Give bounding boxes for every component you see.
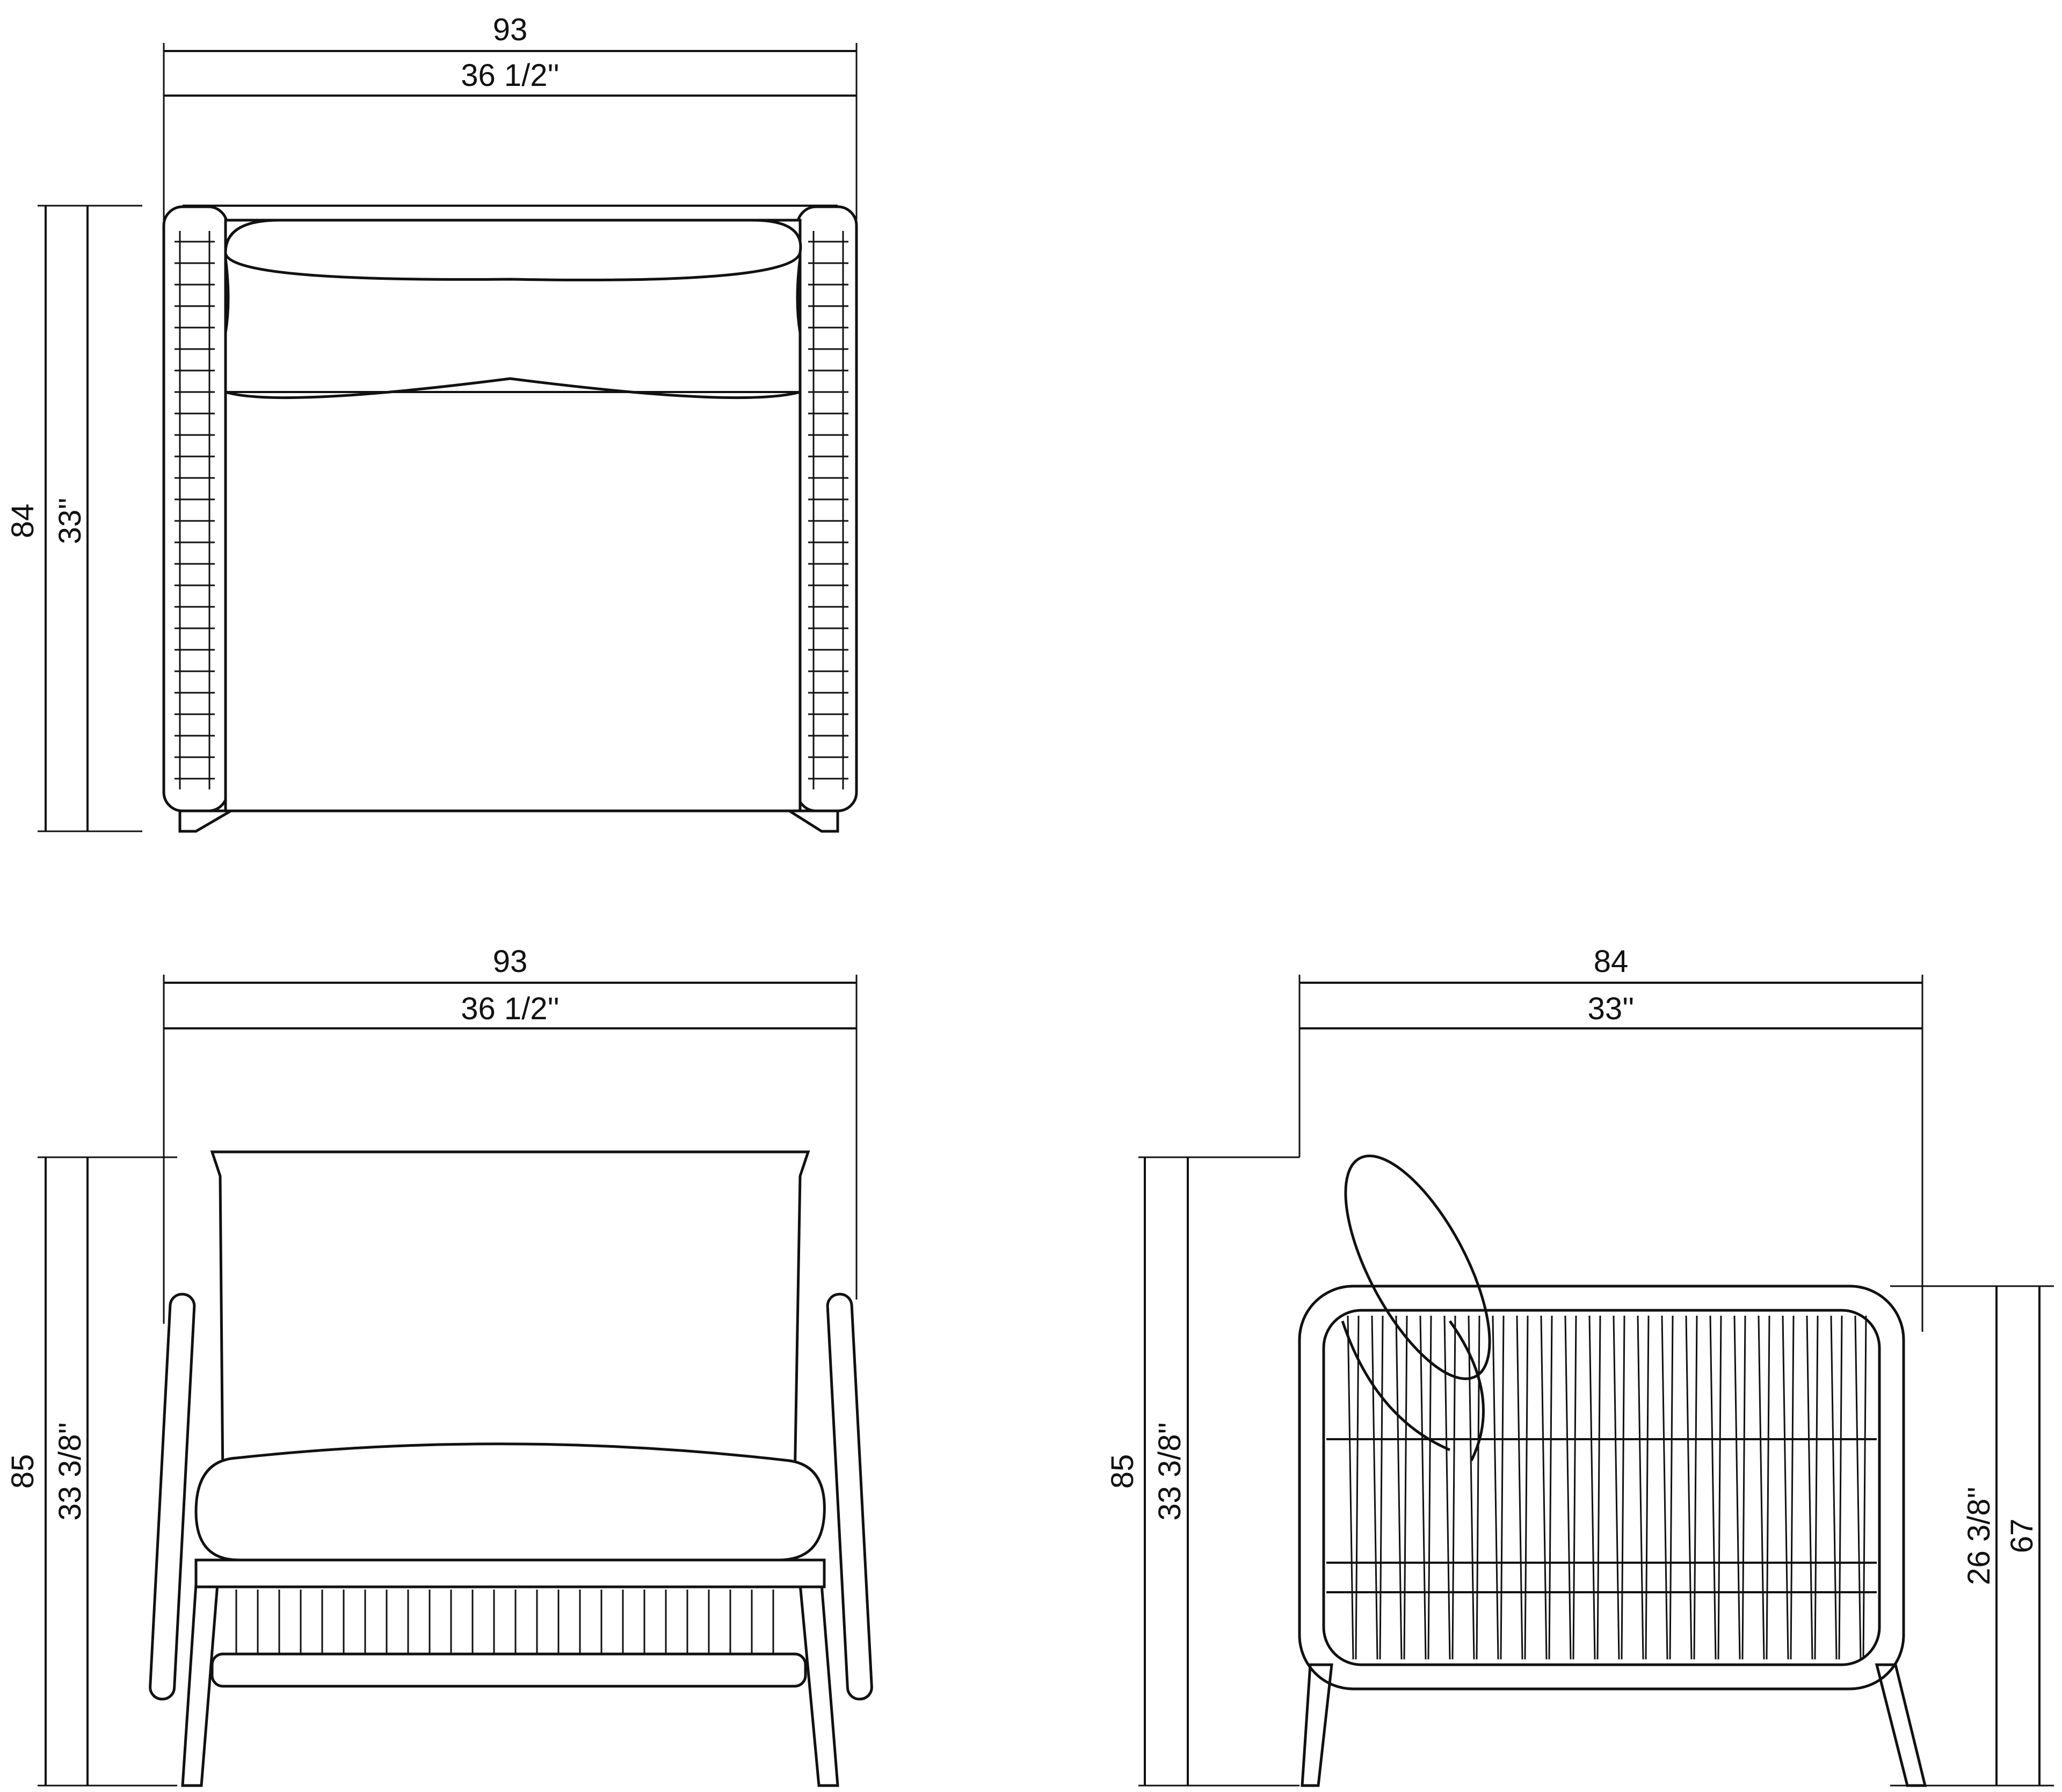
side-frame-inner (1322, 1309, 1881, 1666)
top-width-dimension: 93 36 1/2'' (163, 12, 858, 220)
front-view: 93 36 1/2'' 85 33 3/8'' (5, 944, 873, 1787)
front-width-cm: 93 (493, 944, 528, 979)
front-width-in: 36 1/2'' (461, 991, 559, 1026)
side-depth-cm: 84 (1594, 944, 1629, 979)
side-back-cushion (1344, 1155, 1491, 1380)
front-left-leg (181, 1583, 219, 1787)
front-width-dimension: 93 36 1/2'' (163, 944, 858, 1324)
side-arm-height-in: 26 3/8'' (1962, 1486, 1996, 1585)
front-seat-frame (194, 1558, 826, 1588)
front-height-cm: 85 (5, 1454, 40, 1489)
front-chair-outline (149, 1150, 873, 1787)
side-frame-outer (1298, 1285, 1905, 1691)
top-width-cm: 93 (493, 12, 528, 47)
top-left-foot (178, 809, 236, 833)
top-back-cushion (224, 219, 802, 281)
side-arm-height-cm: 67 (2005, 1519, 2039, 1554)
top-left-arm (162, 205, 229, 812)
front-right-leg (798, 1583, 839, 1787)
front-height-in: 33 3/8'' (53, 1422, 88, 1520)
side-height-in: 33 3/8'' (1152, 1422, 1187, 1520)
front-lower-rail (210, 1652, 807, 1688)
side-arm-height-dimension: 26 3/8'' 67 (1890, 1285, 2054, 1787)
front-right-arm (826, 1293, 873, 1701)
top-chair-outline (162, 205, 858, 833)
top-depth-cm: 84 (5, 504, 40, 539)
front-height-dimension: 85 33 3/8'' (5, 1156, 177, 1787)
side-front-leg (1301, 1663, 1333, 1787)
top-right-foot (785, 809, 839, 833)
front-rope-slats (235, 1590, 774, 1654)
side-back-leg (1875, 1663, 1927, 1787)
front-left-arm (149, 1293, 196, 1701)
top-left-rope-weave (175, 231, 215, 789)
top-view: 93 36 1/2'' 84 33'' (5, 12, 858, 833)
side-chair-outline (1298, 1155, 1927, 1787)
top-seat (224, 219, 802, 812)
top-depth-in: 33'' (53, 498, 88, 545)
front-seat-cushion (194, 1442, 826, 1562)
front-back-cushion (210, 1150, 810, 1484)
top-right-arm (796, 205, 858, 812)
top-width-in: 36 1/2'' (461, 58, 559, 93)
side-height-cm: 85 (1105, 1454, 1140, 1489)
side-height-dimension: 85 33 3/8'' (1105, 1156, 1299, 1787)
side-depth-dimension: 84 33'' (1298, 944, 1923, 1332)
top-depth-dimension: 84 33'' (5, 205, 142, 832)
top-right-rope-weave (808, 231, 848, 789)
side-view: 84 33'' 85 33 3/8'' 26 3/8'' 67 (1105, 944, 2054, 1787)
side-depth-in: 33'' (1588, 991, 1635, 1026)
side-rope-weave (1347, 1315, 1867, 1660)
